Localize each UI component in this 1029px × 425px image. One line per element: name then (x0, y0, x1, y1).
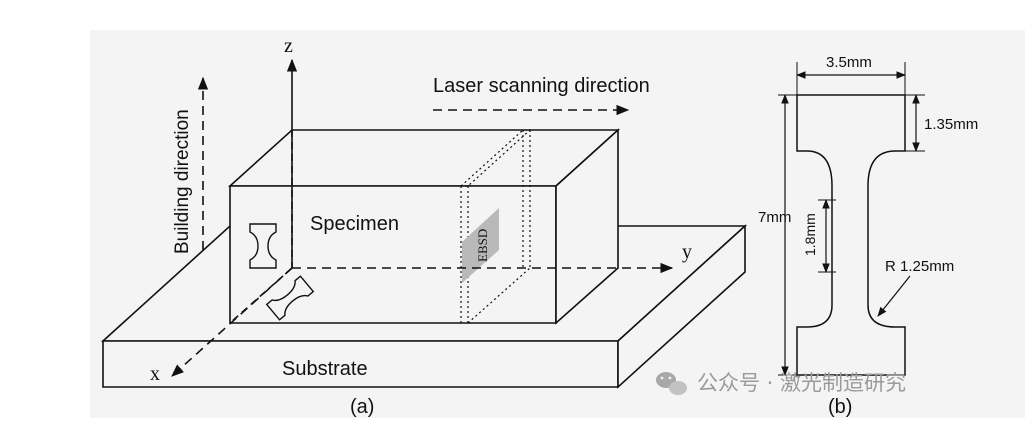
ebsd-slice-bottom (467, 267, 531, 324)
radius-label: R 1.25mm (885, 258, 954, 275)
watermark-text: 公众号 · 激光制造研究 (697, 371, 906, 395)
figure-b (778, 62, 925, 376)
building-direction-label: Building direction (172, 109, 193, 254)
figure-a (100, 58, 748, 389)
dogbone-specimen-outline (796, 94, 906, 376)
total-length-label: 7mm (758, 209, 791, 226)
substrate-side-face (617, 224, 746, 389)
ebsd-region (462, 208, 499, 283)
caption-a: (a) (350, 396, 374, 418)
substrate-label: Substrate (282, 358, 368, 380)
radius-leader (877, 275, 911, 317)
specimen-side-face (555, 128, 619, 325)
top-height-label: 1.35mm (924, 116, 978, 133)
x-axis (171, 267, 293, 377)
specimen-top-face (227, 129, 621, 187)
laser-direction-label: Laser scanning direction (433, 75, 650, 97)
wechat-icon (656, 372, 687, 395)
specimen-front-face (229, 185, 557, 324)
watermark: 公众号 · 激光制造研究 (656, 371, 906, 395)
width-label: 3.5mm (826, 54, 872, 71)
axis-z-label: z (284, 35, 293, 57)
hidden-edge-bottom (229, 267, 293, 324)
axis-y-label: y (682, 241, 692, 263)
axis-x-label: x (150, 363, 160, 385)
dogbone-horizontal-shape (265, 275, 315, 321)
specimen-label: Specimen (310, 213, 399, 235)
ebsd-label: EBSD (475, 229, 490, 262)
dogbone-vertical-shape (249, 223, 277, 269)
gauge-length-label: 1.8mm (802, 213, 818, 256)
caption-b: (b) (828, 396, 852, 418)
